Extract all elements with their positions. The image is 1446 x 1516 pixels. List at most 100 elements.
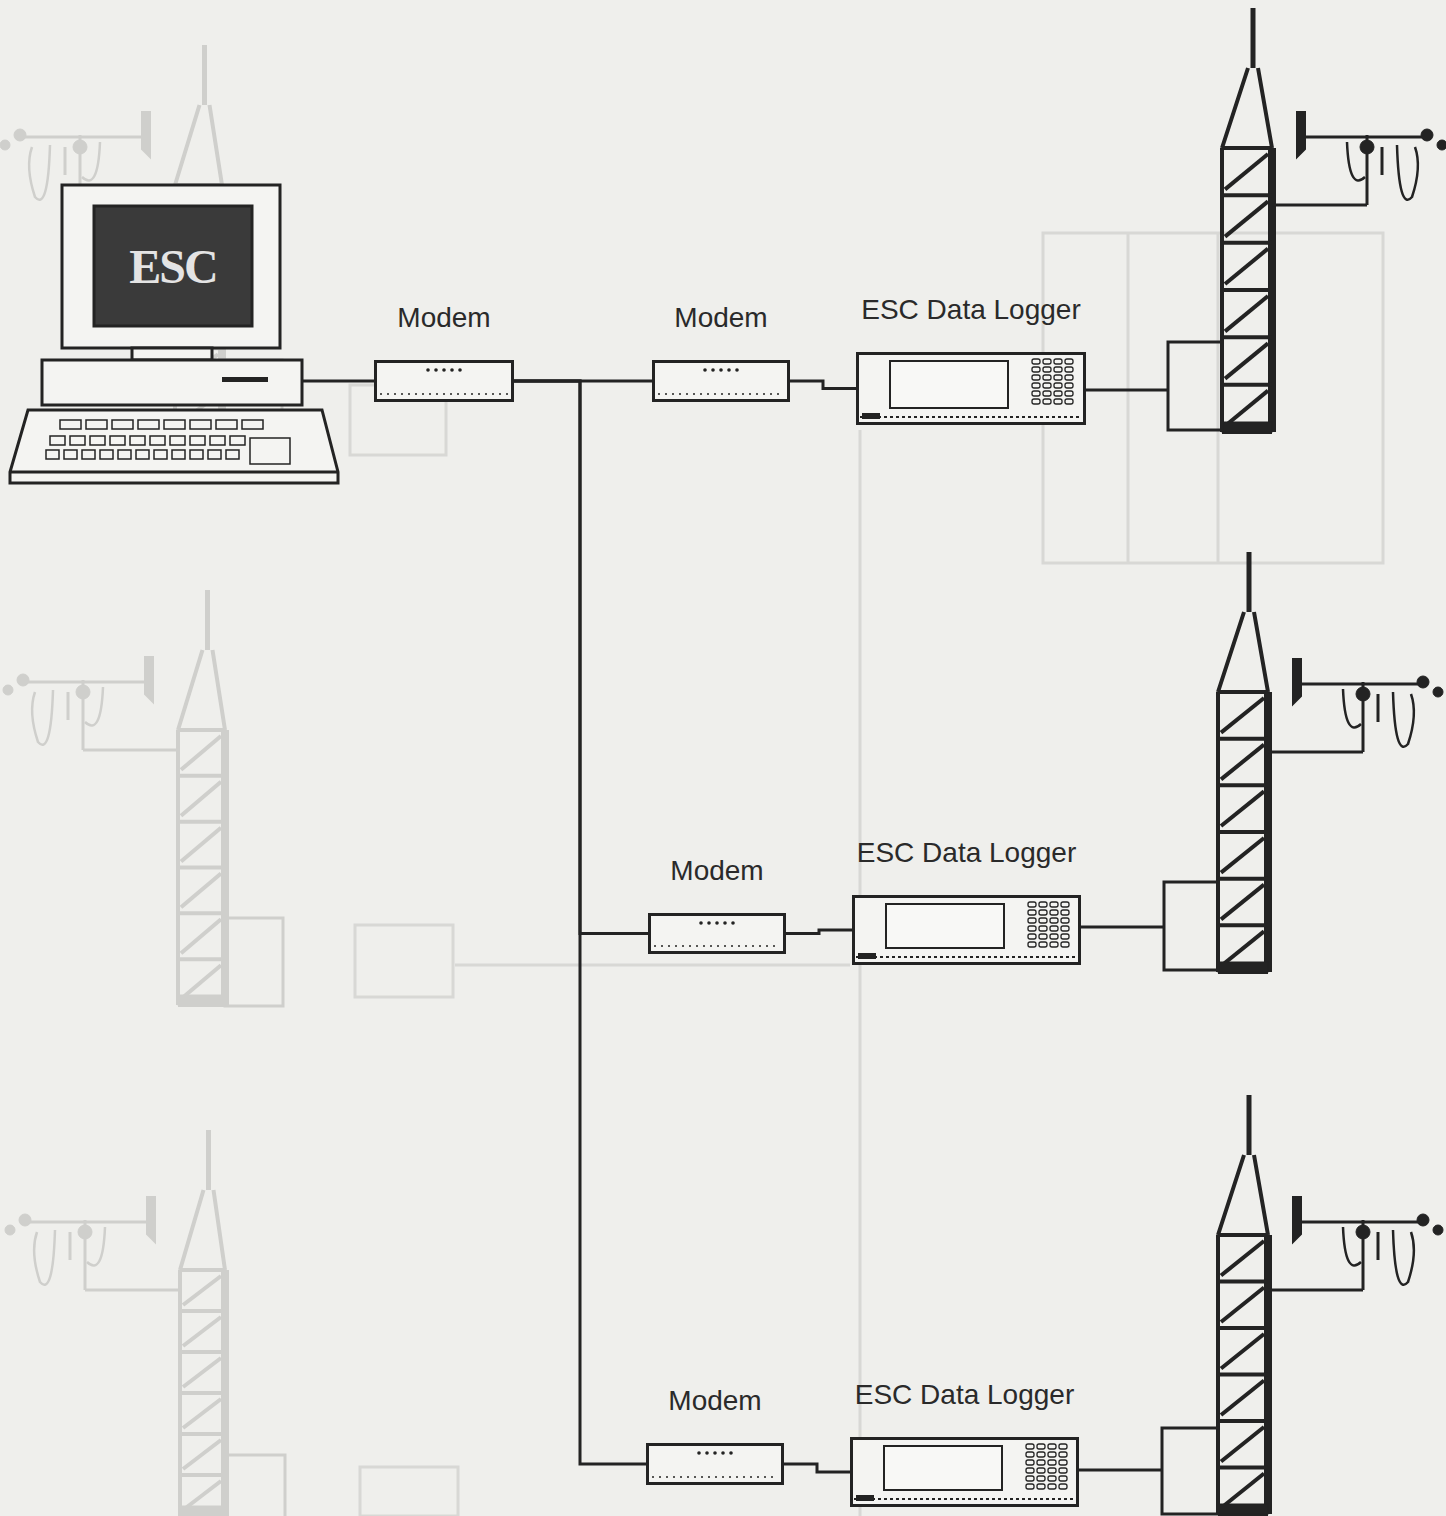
keypad-key [1026,1444,1034,1449]
tower-brace [1225,201,1268,236]
tower-spire [205,590,210,650]
monitor-stand [132,348,212,360]
tower-brace [181,919,221,953]
keypad-key [1065,399,1073,404]
keypad-key [1037,1476,1045,1481]
sensor-arm [83,749,178,752]
tower-spire [1247,1095,1252,1155]
sensor-loop [1343,1227,1361,1265]
tower-brace [1221,838,1264,873]
keypad-key [1050,926,1058,931]
indicator-light [735,368,739,372]
keypad-key [1037,1444,1045,1449]
tower-brace [1221,1381,1264,1416]
tower-rung [1218,923,1268,927]
tower-rung [1222,146,1272,150]
tower-rung [1218,783,1268,787]
keypad-key [1039,910,1047,915]
keypad-key [1032,367,1040,372]
tower-brace [1221,1334,1264,1369]
indicator-light [442,368,446,372]
keypad-key [1039,918,1047,923]
tower-rung [1222,335,1272,339]
tower-brace [183,1440,221,1469]
case [654,362,789,401]
tower-brace [183,1399,221,1428]
indicator-light [697,1451,701,1455]
tower-brace [183,1317,221,1346]
keypad-key [1043,375,1051,380]
tower-foot [1222,422,1272,432]
tower [1164,552,1443,972]
signal-cable [1079,1469,1162,1472]
indicator-light [703,368,707,372]
sensor-hub [1356,1225,1370,1239]
keypad-key [1050,934,1058,939]
indicator-light [426,368,430,372]
keypad-key [1065,359,1073,364]
keypad-key [1043,359,1051,364]
sensor-loop [1397,145,1418,200]
tower [5,1130,285,1516]
case [854,897,1080,964]
sensor-arm [1268,751,1363,754]
indicator-light [699,921,703,925]
tower-rung [178,911,225,915]
anemometer-cup [19,1214,31,1226]
display [884,1446,1002,1490]
tower [1162,1095,1443,1514]
keypad-key [1026,1476,1034,1481]
sensor-loop [29,145,50,200]
tower-rung [1218,1233,1268,1237]
tower-brace [1221,791,1264,826]
keypad-key [1065,375,1073,380]
tower-brace [181,965,221,999]
tower-spire [202,45,207,105]
keypad-key [1059,1476,1067,1481]
tower-rung [180,1268,225,1272]
indicator-light [713,1451,717,1455]
sensor-arm [85,1289,180,1292]
tower-rung [1218,1419,1268,1423]
tower-spire [1251,8,1256,68]
keypad-key [1061,902,1069,907]
keypad-key [1065,391,1073,396]
tower-rung [180,1473,225,1477]
tower-brace [183,1358,221,1387]
keypad-key [1048,1444,1056,1449]
logger-strip [854,1498,1075,1500]
tower-brace [1221,1241,1264,1276]
keypad-key [1059,1452,1067,1457]
logger-drawing [852,895,1081,965]
logger-label: ESC Data Logger [857,837,1076,869]
tower-brace [183,1276,221,1305]
logger-strip [860,416,1082,418]
tower-taper [1218,1155,1268,1235]
indicator-light [731,921,735,925]
keypad-key [1043,399,1051,404]
tower-foot [178,995,225,1005]
tower-rung [1218,1373,1268,1377]
keypad-key [1032,391,1040,396]
monitor [62,185,280,348]
keypad-key [1028,910,1036,915]
system-unit [42,360,302,405]
indicator-light [707,921,711,925]
tower-brace [181,736,221,770]
sensor-hub [1356,687,1370,701]
tower-rung [178,728,225,732]
sensor-loop [34,1230,55,1285]
sensor-stem [67,692,70,720]
keypad-key [1039,926,1047,931]
indicator-light [705,1451,709,1455]
cable [784,1464,850,1472]
tower-rung [178,866,225,870]
case [376,362,513,401]
enclosure-box [1162,1428,1218,1514]
keypad-key [1032,399,1040,404]
indicator-light [711,368,715,372]
tower-taper [1222,68,1272,148]
keypad-key [1050,902,1058,907]
keypad-key [1039,902,1047,907]
cable [786,930,852,934]
